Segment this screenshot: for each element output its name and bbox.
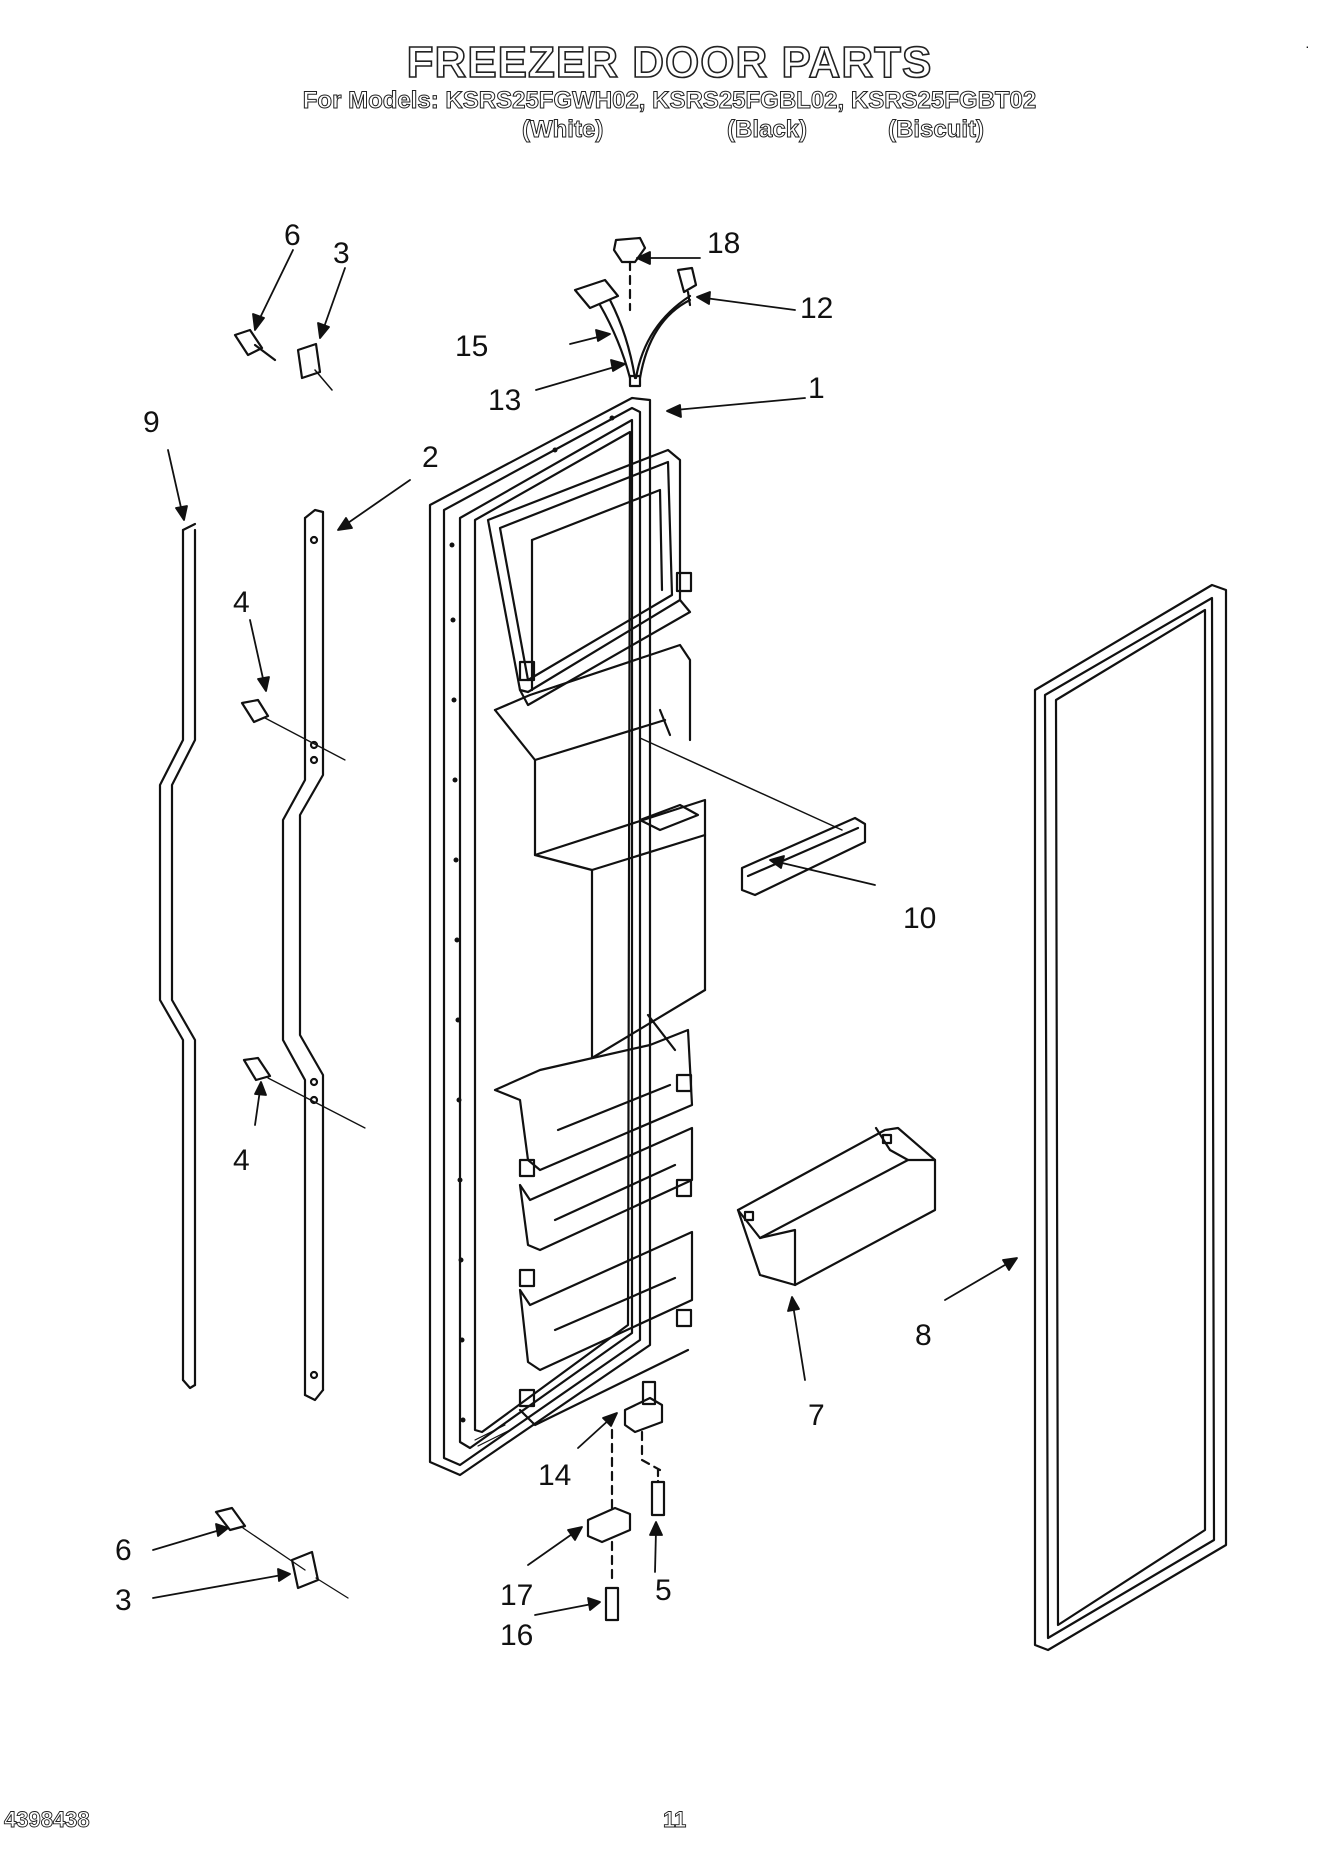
callout-labels: 6 3 18 12 15 13 1 9 2 4 10 4 8 7 14 6 3 …	[115, 219, 936, 1652]
corner-mark: ·	[1305, 38, 1310, 54]
callout-7: 7	[808, 1399, 825, 1432]
door-gasket-frame-part	[1033, 583, 1228, 1652]
page-title: FREEZER DOOR PARTS	[406, 37, 933, 88]
callout-18: 18	[707, 227, 740, 260]
callout-3-bottom: 3	[115, 1584, 132, 1617]
model-list: For Models: KSRS25FGWH02, KSRS25FGBL02, …	[302, 87, 1037, 115]
page-number: 11	[663, 1807, 687, 1833]
callout-8: 8	[915, 1319, 932, 1352]
shelf-rail-part	[639, 737, 867, 897]
callout-15: 15	[455, 330, 488, 363]
callout-13: 13	[488, 384, 521, 417]
door-strip-part	[281, 508, 325, 1402]
callout-10: 10	[903, 902, 936, 935]
callout-12: 12	[800, 292, 833, 325]
callout-17: 17	[500, 1579, 533, 1612]
leader-arrows	[152, 249, 1018, 1616]
callout-6-bottom: 6	[115, 1534, 132, 1567]
callout-1: 1	[808, 372, 825, 405]
callout-14: 14	[538, 1459, 571, 1492]
document-number: 4398438	[4, 1807, 91, 1833]
hardware-parts	[214, 236, 698, 1622]
color-white-label: (White)	[521, 116, 604, 144]
callout-16: 16	[500, 1619, 533, 1652]
callout-5: 5	[655, 1574, 672, 1607]
door-liner-part	[428, 396, 707, 1477]
color-biscuit-label: (Biscuit)	[888, 116, 985, 144]
gasket-strip-part	[158, 522, 197, 1390]
callout-4-top: 4	[233, 586, 250, 619]
callout-4-bottom: 4	[233, 1144, 250, 1177]
door-bin-part	[736, 1126, 937, 1287]
callout-3-top: 3	[333, 237, 350, 270]
callout-6-top: 6	[284, 219, 301, 252]
color-black-label: (Black)	[726, 116, 808, 144]
callout-2: 2	[422, 441, 439, 474]
callout-9: 9	[143, 406, 160, 439]
